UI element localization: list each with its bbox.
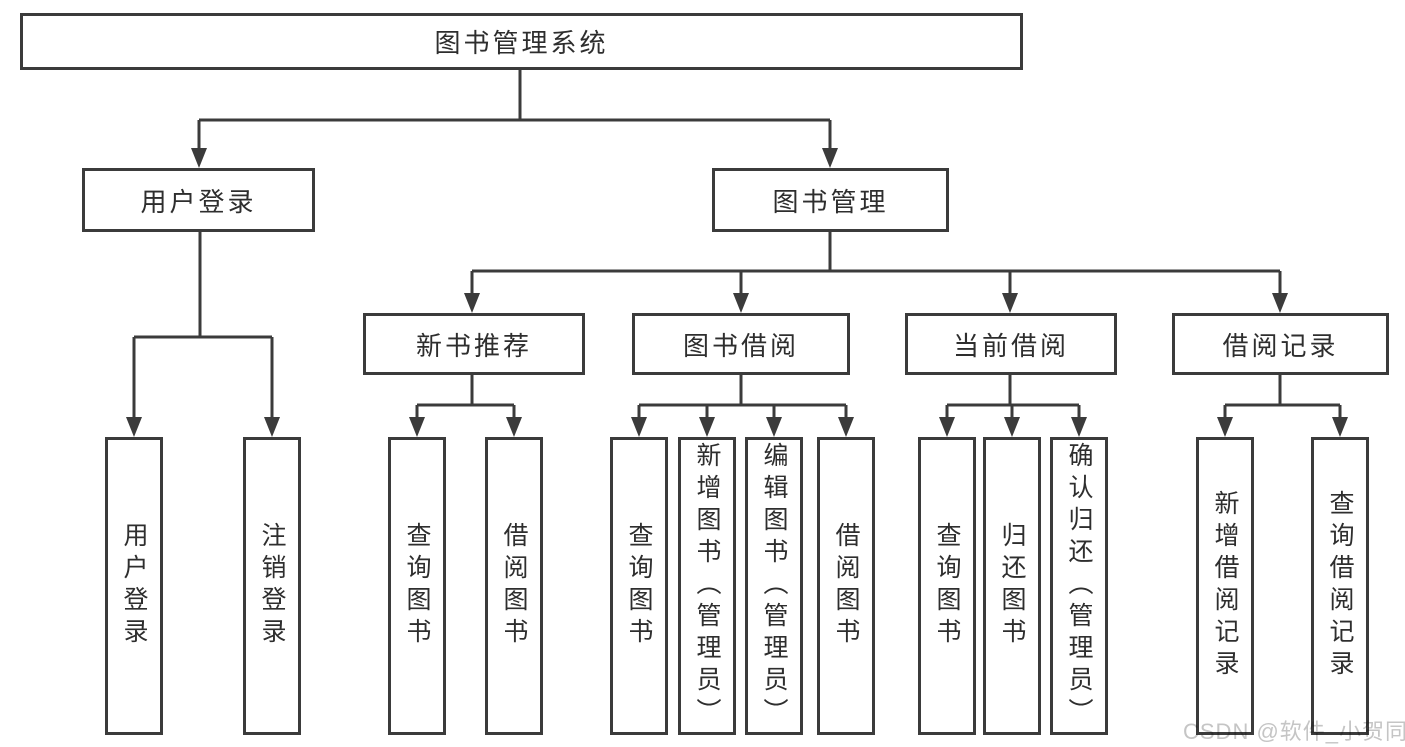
leaf-borrow-books-borrowing: 借阅图书	[817, 437, 875, 735]
node-new-book-recommend: 新书推荐	[363, 313, 585, 375]
leaf-borrow-books-recommend: 借阅图书	[485, 437, 543, 735]
leaf-label: 新增图书（管理员）	[693, 442, 721, 730]
leaf-query-books-borrowing: 查询图书	[610, 437, 668, 735]
leaf-query-books-recommend: 查询图书	[388, 437, 446, 735]
leaf-label: 查询借阅记录	[1326, 490, 1354, 682]
leaf-label: 用户登录	[120, 522, 148, 650]
leaf-query-borrow-record: 查询借阅记录	[1311, 437, 1369, 735]
leaf-label: 查询图书	[403, 522, 431, 650]
leaf-add-borrow-record: 新增借阅记录	[1196, 437, 1254, 735]
leaf-add-book-admin: 新增图书（管理员）	[678, 437, 736, 735]
node-root: 图书管理系统	[20, 13, 1023, 70]
leaf-label: 新增借阅记录	[1211, 490, 1239, 682]
leaf-query-books-current: 查询图书	[918, 437, 976, 735]
leaf-label: 借阅图书	[500, 522, 528, 650]
leaf-edit-book-admin: 编辑图书（管理员）	[745, 437, 803, 735]
leaf-logout: 注销登录	[243, 437, 301, 735]
leaf-label: 归还图书	[998, 522, 1026, 650]
node-book-borrowing: 图书借阅	[632, 313, 850, 375]
leaf-label: 借阅图书	[832, 522, 860, 650]
leaf-confirm-return-admin: 确认归还（管理员）	[1050, 437, 1108, 735]
leaf-label: 注销登录	[258, 522, 286, 650]
leaf-return-book: 归还图书	[983, 437, 1041, 735]
leaf-label: 编辑图书（管理员）	[760, 442, 788, 730]
node-book-management: 图书管理	[712, 168, 949, 232]
leaf-label: 查询图书	[933, 522, 961, 650]
watermark: CSDN @软件_小贺同学	[1183, 719, 1405, 744]
node-current-borrowing: 当前借阅	[905, 313, 1117, 375]
leaf-label: 查询图书	[625, 522, 653, 650]
node-borrowing-records: 借阅记录	[1172, 313, 1389, 375]
leaf-user-login: 用户登录	[105, 437, 163, 735]
node-user-login: 用户登录	[82, 168, 315, 232]
leaf-label: 确认归还（管理员）	[1065, 442, 1093, 730]
